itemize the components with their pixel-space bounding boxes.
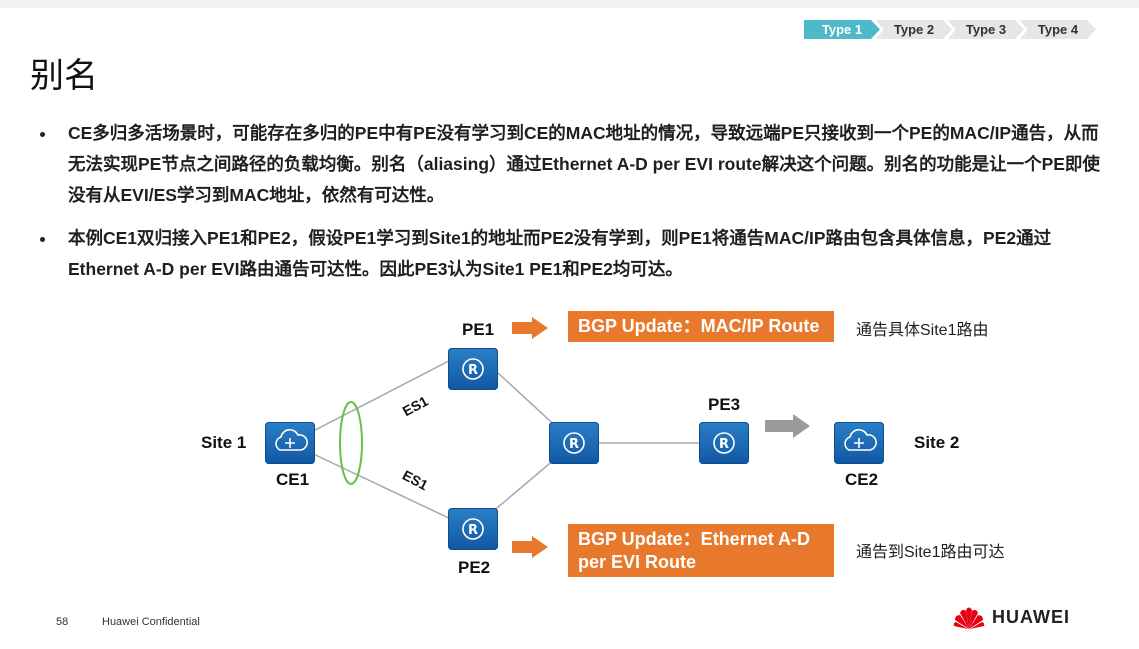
pe3-router-icon: R [699, 422, 749, 464]
slide-title: 别名 [30, 57, 98, 95]
bullet-text: 本例CE1双归接入PE1和PE2，假设PE1学习到Site1的地址而PE2没有学… [68, 228, 1052, 279]
site2-label: Site 2 [914, 433, 960, 452]
page-number: 58 [56, 616, 69, 628]
pe2-router-icon: R [448, 508, 498, 550]
type-step-4[interactable]: Type 4 [1020, 20, 1096, 39]
bullet-dot-icon [40, 237, 45, 242]
bullet-item: 本例CE1双归接入PE1和PE2，假设PE1学习到Site1的地址而PE2没有学… [36, 223, 1106, 285]
bullet-text: CE多归多活场景时，可能存在多归的PE中有PE没有学习到CE的MAC地址的情况，… [68, 123, 1100, 205]
arrow-pe3-icon [765, 414, 810, 438]
pe1-label: PE1 [462, 320, 495, 339]
arrow-pe1-icon [512, 317, 548, 339]
arrow-pe2-icon [512, 536, 548, 558]
huawei-petal-icon [953, 607, 985, 629]
type-step-label: Type 3 [965, 22, 1007, 37]
bgp-update-ethernet-ad-box: BGP Update：Ethernet A-D per EVI Route [568, 524, 834, 577]
huawei-logo: HUAWEI [952, 604, 1070, 630]
svg-text:R: R [468, 523, 478, 538]
link-ce1-pe2 [289, 442, 473, 530]
top-strip [0, 0, 1139, 8]
type-step-label: Type 2 [893, 22, 935, 37]
type-step-2[interactable]: Type 2 [876, 20, 952, 39]
bullet-item: CE多归多活场景时，可能存在多归的PE中有PE没有学习到CE的MAC地址的情况，… [36, 118, 1106, 211]
logo-text: HUAWEI [992, 606, 1070, 627]
type-step-1[interactable]: Type 1 [804, 20, 880, 39]
ce2-label: CE2 [845, 470, 879, 489]
type-step-label: Type 1 [821, 22, 863, 37]
pe2-label: PE2 [458, 558, 491, 577]
svg-text:R: R [468, 363, 478, 378]
type-step-3[interactable]: Type 3 [948, 20, 1024, 39]
bullet-list: CE多归多活场景时，可能存在多归的PE中有PE没有学习到CE的MAC地址的情况，… [36, 118, 1106, 297]
link-ce1-pe1 [289, 348, 473, 444]
svg-text:R: R [569, 437, 579, 452]
note-pe2-reachability: 通告到Site1路由可达 [856, 544, 1005, 561]
note-pe1-specific-route: 通告具体Site1路由 [856, 322, 989, 339]
svg-text:R: R [719, 437, 729, 452]
bgp-update-macip-box: BGP Update：MAC/IP Route [568, 311, 834, 342]
network-diagram: R R R R Site 1 Site 2 CE1 CE2 PE1 PE2 PE… [0, 300, 1139, 590]
pe1-router-icon: R [448, 348, 498, 390]
confidential-label: Huawei Confidential [102, 616, 200, 628]
ce2-router-icon [834, 422, 884, 464]
site1-label: Site 1 [201, 433, 247, 452]
ce1-label: CE1 [276, 470, 310, 489]
bullet-dot-icon [40, 132, 45, 137]
type-step-label: Type 4 [1037, 22, 1079, 37]
pe3-label: PE3 [708, 395, 741, 414]
core-router-icon: R [549, 422, 599, 464]
ce1-router-icon [265, 422, 315, 464]
es-ellipse [339, 401, 363, 485]
type-navigation: Type 1 Type 2 Type 3 Type 4 [804, 20, 1096, 39]
